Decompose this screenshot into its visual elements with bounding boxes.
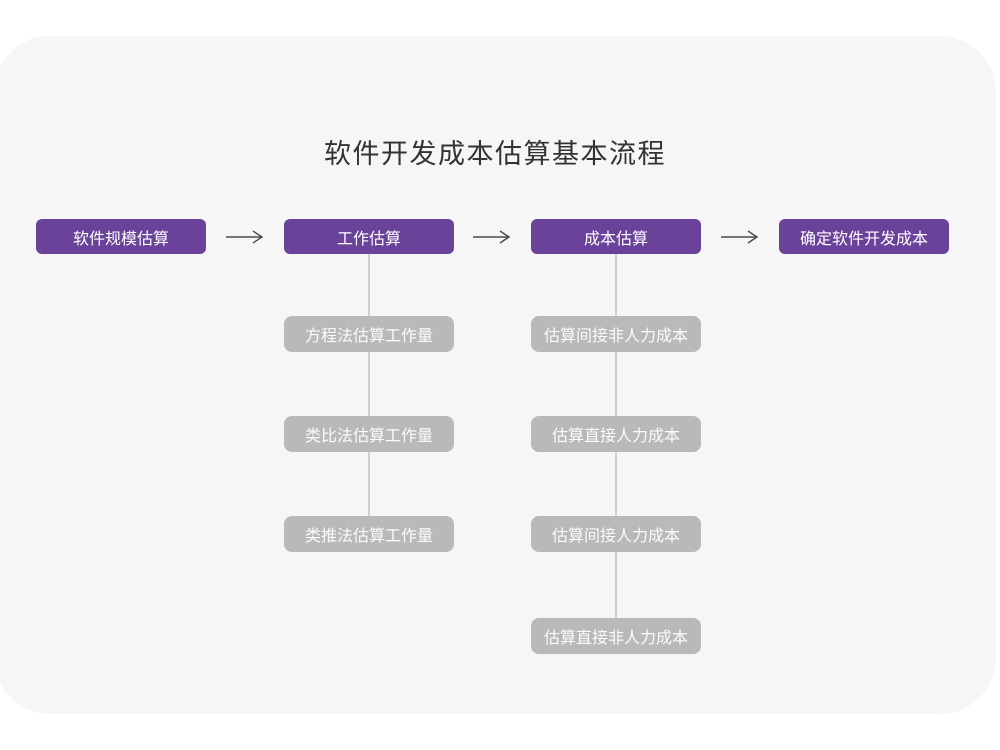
diagram-card: 软件开发成本估算基本流程 软件规模估算 工作估算 成本估算 确定软件开发成本 — [0, 36, 996, 714]
node-analogy-method: 类比法估算工作量 — [284, 416, 454, 452]
diagram-title: 软件开发成本估算基本流程 — [324, 139, 666, 169]
right-arrow-icon — [225, 229, 265, 245]
node-cost-estimation: 成本估算 — [531, 219, 701, 254]
right-arrow-icon — [720, 229, 760, 245]
node-work-estimation: 工作估算 — [284, 219, 454, 254]
connector-work-estimation — [368, 254, 370, 534]
node-extrapolation-method: 类推法估算工作量 — [284, 516, 454, 552]
node-determine-development-cost: 确定软件开发成本 — [779, 219, 949, 254]
node-direct-nonlabor-cost: 估算直接非人力成本 — [531, 618, 701, 654]
node-indirect-labor-cost: 估算间接人力成本 — [531, 516, 701, 552]
node-direct-labor-cost: 估算直接人力成本 — [531, 416, 701, 452]
node-software-scale-estimation: 软件规模估算 — [36, 219, 206, 254]
node-indirect-nonlabor-cost: 估算间接非人力成本 — [531, 316, 701, 352]
node-equation-method: 方程法估算工作量 — [284, 316, 454, 352]
right-arrow-icon — [472, 229, 512, 245]
